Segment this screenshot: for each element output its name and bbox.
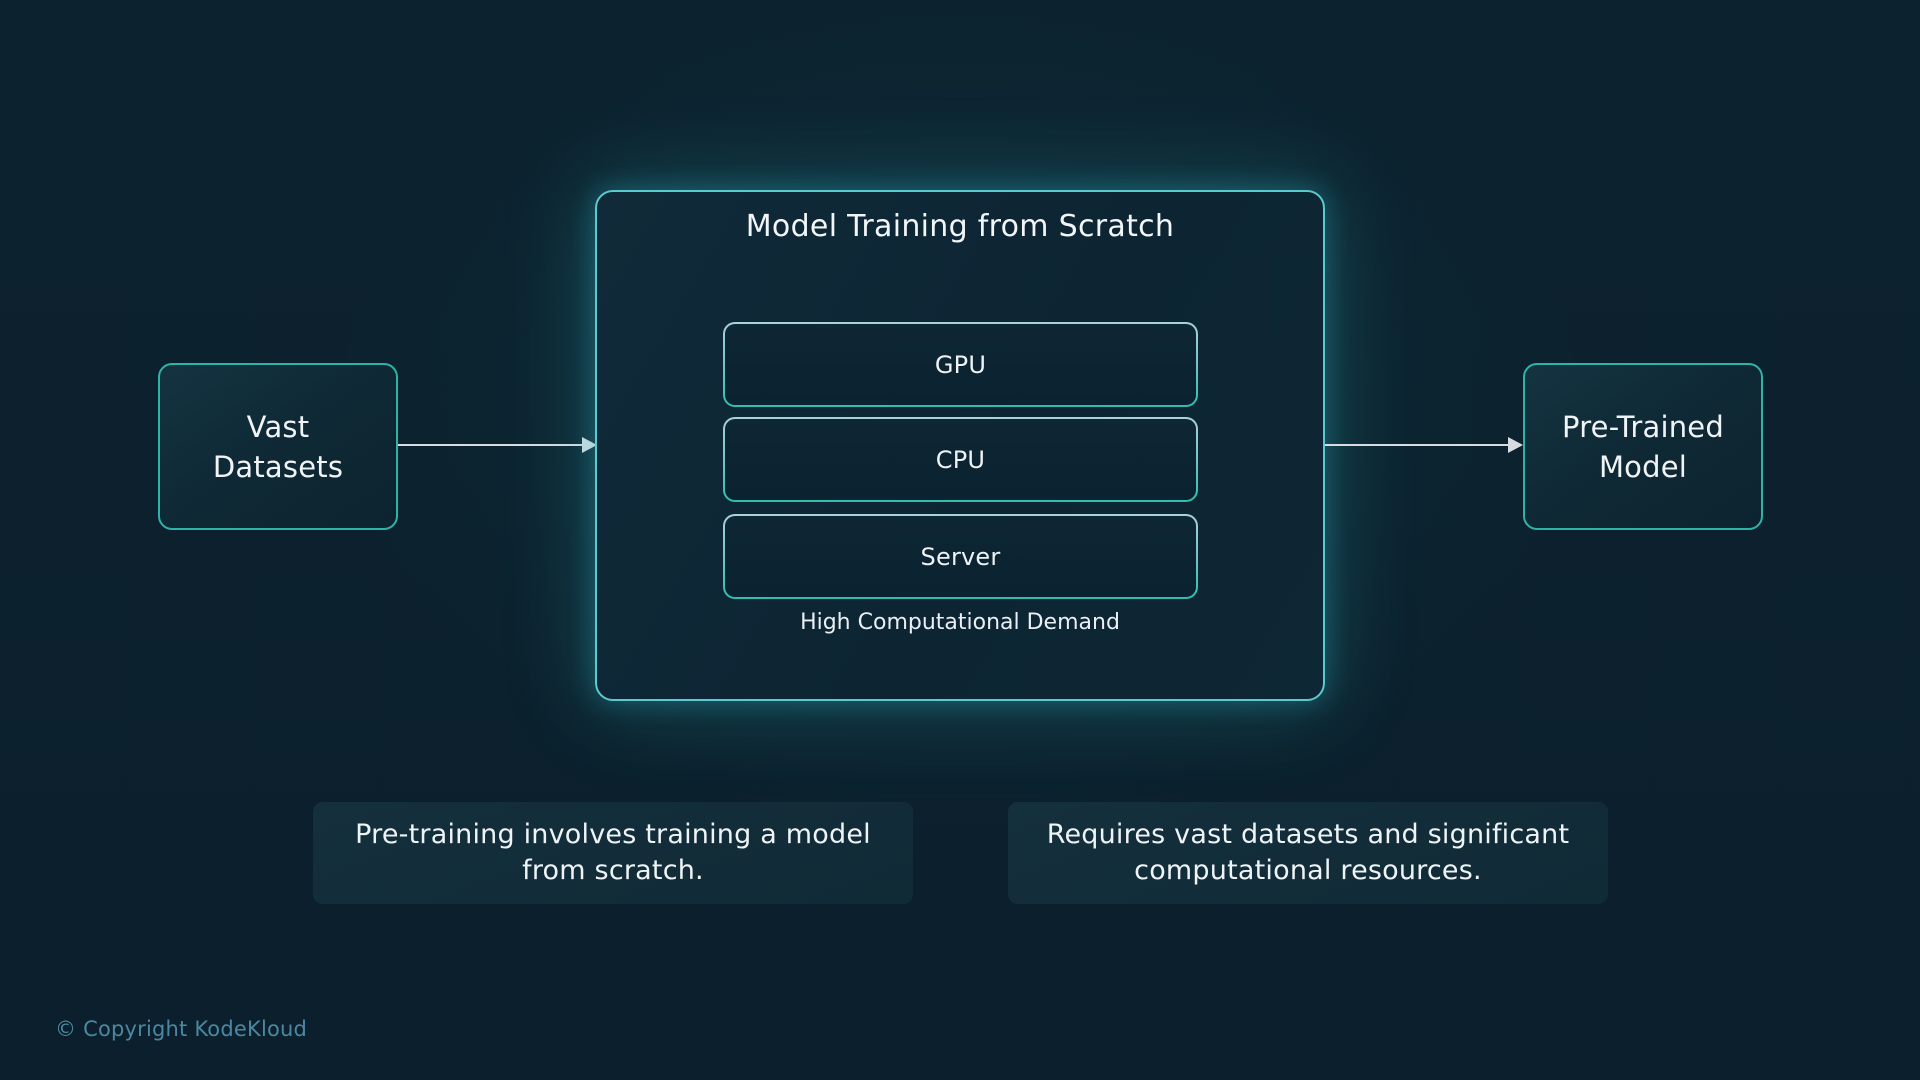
arrow-datasets-to-training-head-icon <box>582 437 597 453</box>
model-training-title: Model Training from Scratch <box>745 209 1175 244</box>
note-resources-text: Requires vast datasets and significant c… <box>1046 819 1570 886</box>
copyright-text: © Copyright KodeKloud <box>55 1017 308 1041</box>
arrow-training-to-model-head-icon <box>1508 437 1523 453</box>
node-vast-datasets: Vast Datasets <box>158 363 398 530</box>
component-cpu: CPU <box>723 417 1198 502</box>
note-pretraining-text: Pre-training involves training a model f… <box>355 819 871 886</box>
note-resources: Requires vast datasets and significant c… <box>1008 802 1608 904</box>
node-vast-datasets-label: Vast Datasets <box>212 409 344 484</box>
node-model-training: Model Training from Scratch GPU CPU Serv… <box>595 190 1325 701</box>
computational-demand-caption: High Computational Demand <box>800 610 1120 635</box>
component-gpu-label: GPU <box>725 324 1196 405</box>
node-pretrained-model-label: Pre-Trained Model <box>1562 409 1724 484</box>
note-pretraining: Pre-training involves training a model f… <box>313 802 913 904</box>
component-server: Server <box>723 514 1198 599</box>
node-pretrained-model: Pre-Trained Model <box>1523 363 1763 530</box>
component-gpu: GPU <box>723 322 1198 407</box>
arrow-datasets-to-training-line <box>398 444 584 446</box>
arrow-training-to-model-line <box>1325 444 1510 446</box>
component-server-label: Server <box>725 516 1196 597</box>
component-cpu-label: CPU <box>725 419 1196 500</box>
